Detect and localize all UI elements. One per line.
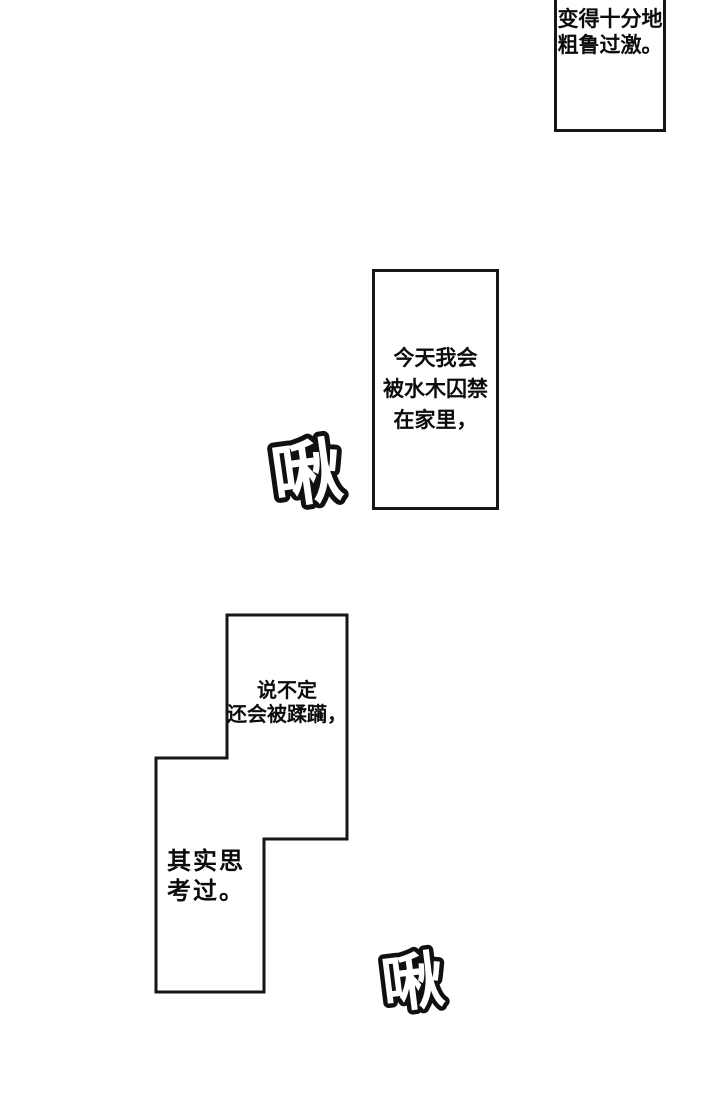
speech-box-middle: 今天我会 被水木囚禁 在家里， xyxy=(372,269,499,510)
sfx-text: 啾 xyxy=(378,945,448,1021)
speech-line: 在家里， xyxy=(393,409,478,432)
speech-line: 今天我会 xyxy=(393,347,478,370)
speech-line: 变得十分地 xyxy=(557,8,663,31)
speech-text-block: 其实思 考过。 xyxy=(167,847,267,907)
speech-line: 说不定 xyxy=(257,680,317,702)
speech-line: 被水木囚禁 xyxy=(383,378,488,401)
sfx-chirp-1: 啾 xyxy=(262,425,352,521)
sfx-text: 啾 xyxy=(267,430,347,517)
speech-box-bottom xyxy=(154,613,349,994)
speech-line: 其实思 xyxy=(167,848,245,875)
speech-box-outline xyxy=(154,613,349,994)
speech-line: 考过。 xyxy=(167,878,245,905)
speech-text-block: 说不定 还会被蹂躏， xyxy=(227,679,347,727)
speech-box-top-right: 变得十分地 粗鲁过激。 xyxy=(554,0,666,132)
speech-line: 粗鲁过激。 xyxy=(557,34,663,57)
speech-line: 还会被蹂躏， xyxy=(227,704,347,726)
sfx-chirp-2: 啾 xyxy=(373,941,452,1026)
